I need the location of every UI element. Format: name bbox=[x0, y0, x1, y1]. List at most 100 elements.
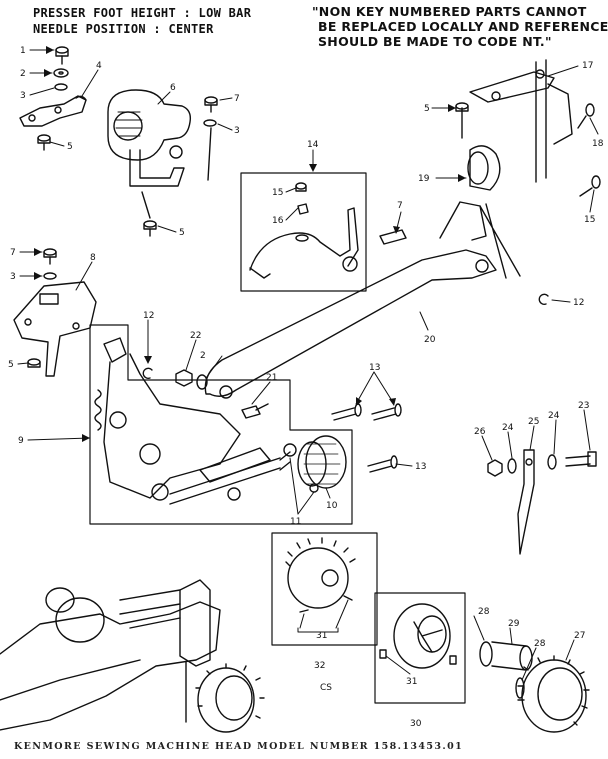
callout-9: 9 bbox=[18, 436, 24, 446]
part-washer-3b bbox=[203, 119, 217, 127]
callout-20: 20 bbox=[424, 335, 436, 345]
part-nut-26 bbox=[487, 459, 503, 477]
callout-18: 18 bbox=[592, 139, 604, 149]
part-screw-5b bbox=[143, 220, 157, 237]
note-line-2: BE REPLACED LOCALLY AND REFERENCE bbox=[318, 19, 608, 34]
part-screw-15b bbox=[579, 175, 601, 197]
part-washer-2b bbox=[196, 374, 208, 390]
part-screw-5a bbox=[37, 134, 51, 151]
part-washer-3c bbox=[43, 272, 57, 280]
callout-7: 7 bbox=[397, 201, 403, 211]
callout-16: 16 bbox=[272, 216, 284, 226]
callout-10: 10 bbox=[326, 501, 338, 511]
callout-17: 17 bbox=[582, 61, 593, 71]
callout-12: 12 bbox=[573, 298, 584, 308]
header-line-2: NEEDLE POSITION : CENTER bbox=[33, 22, 214, 36]
part-mechanism-9 bbox=[94, 337, 291, 505]
callout-28: 28 bbox=[534, 639, 546, 649]
part-washer-24b bbox=[547, 454, 557, 470]
callout-15: 15 bbox=[584, 215, 595, 225]
callout-24: 24 bbox=[548, 411, 560, 421]
part-screw-23 bbox=[565, 451, 597, 467]
part-clip-12b bbox=[538, 293, 549, 306]
callout-bracket-31 bbox=[297, 627, 339, 633]
callout-25: 25 bbox=[528, 417, 539, 427]
callout-14: 14 bbox=[307, 140, 319, 150]
note-line-3: SHOULD BE MADE TO CODE NT." bbox=[318, 34, 552, 49]
part-screw-13a bbox=[331, 403, 362, 421]
detail-box-32 bbox=[271, 532, 378, 646]
callout-19: 19 bbox=[418, 174, 430, 184]
callout-26: 26 bbox=[474, 427, 486, 437]
callout-28: 28 bbox=[478, 607, 490, 617]
callout-31: 31 bbox=[406, 677, 417, 687]
callout-7: 7 bbox=[234, 94, 240, 104]
callout-15: 15 bbox=[272, 188, 283, 198]
part-spacer-28b bbox=[515, 677, 525, 699]
callout-5: 5 bbox=[67, 142, 73, 152]
part-assembly-17-19 bbox=[439, 59, 573, 279]
callout-8: 8 bbox=[90, 253, 96, 263]
callout-2: 2 bbox=[200, 351, 206, 361]
callout-5: 5 bbox=[179, 228, 185, 238]
part-washer-3 bbox=[54, 83, 68, 91]
callout-5: 5 bbox=[424, 104, 430, 114]
part-bracket-25 bbox=[517, 449, 535, 555]
part-bracket-8 bbox=[13, 281, 97, 377]
part-motor-6 bbox=[107, 89, 192, 219]
model-number-footer: KENMORE SEWING MACHINE HEAD MODEL NUMBER… bbox=[14, 741, 464, 752]
callout-31: 31 bbox=[316, 631, 327, 641]
part-washer-24a bbox=[507, 458, 517, 474]
part-clip-12a bbox=[142, 367, 153, 380]
callout-5: 5 bbox=[8, 360, 14, 370]
note-line-1: "NON KEY NUMBERED PARTS CANNOT bbox=[312, 4, 587, 19]
callout-22: 22 bbox=[190, 331, 201, 341]
callout-12: 12 bbox=[143, 311, 154, 321]
part-bracket-4 bbox=[19, 95, 87, 127]
callout-11: 11 bbox=[290, 517, 301, 527]
callout-3: 3 bbox=[234, 126, 240, 136]
callout-arrowheads bbox=[34, 46, 466, 442]
callout-labels: 1 2 2 3 3 3 4 5 5 5 5 6 7 7 7 8 9 10 11 … bbox=[8, 46, 604, 729]
callout-7: 7 bbox=[10, 248, 16, 258]
callout-32: 32 bbox=[314, 661, 325, 671]
assembled-head-view bbox=[0, 579, 265, 733]
part-knob-27 bbox=[517, 655, 590, 733]
detail-box-14 bbox=[240, 172, 367, 292]
part-lever-20 bbox=[204, 249, 497, 399]
detail-box-9 bbox=[89, 324, 353, 525]
part-spacer-28a bbox=[479, 641, 493, 667]
callout-27: 27 bbox=[574, 631, 585, 641]
callout-21: 21 bbox=[266, 373, 277, 383]
part-cam-32 bbox=[285, 537, 356, 613]
part-nut-22 bbox=[175, 369, 193, 387]
part-screw-21 bbox=[241, 403, 269, 419]
part-cam-30 bbox=[379, 603, 457, 669]
callout-1: 1 bbox=[20, 46, 26, 56]
stray-mark: CS bbox=[320, 683, 332, 693]
callout-4: 4 bbox=[96, 61, 102, 71]
part-screw-18 bbox=[577, 103, 595, 129]
callout-13: 13 bbox=[415, 462, 426, 472]
callout-3: 3 bbox=[10, 272, 16, 282]
part-washer-2 bbox=[53, 68, 69, 78]
part-shaft-29 bbox=[491, 641, 533, 671]
callout-3: 3 bbox=[20, 91, 26, 101]
callout-6: 6 bbox=[170, 83, 176, 93]
callout-30: 30 bbox=[410, 719, 422, 729]
part-screw-5d bbox=[27, 358, 41, 368]
detail-box-30 bbox=[374, 592, 466, 704]
part-screw-7a bbox=[204, 96, 218, 113]
header-line-1: PRESSER FOOT HEIGHT : LOW BAR bbox=[33, 6, 252, 20]
part-screw-1 bbox=[55, 46, 69, 65]
part-screw-13c bbox=[367, 455, 398, 473]
callout-23: 23 bbox=[578, 401, 589, 411]
callout-24: 24 bbox=[502, 423, 514, 433]
callout-13: 13 bbox=[369, 363, 380, 373]
part-screw-7b bbox=[43, 248, 57, 265]
callout-2: 2 bbox=[20, 69, 26, 79]
part-screw-13b bbox=[371, 403, 402, 421]
callout-29: 29 bbox=[508, 619, 520, 629]
